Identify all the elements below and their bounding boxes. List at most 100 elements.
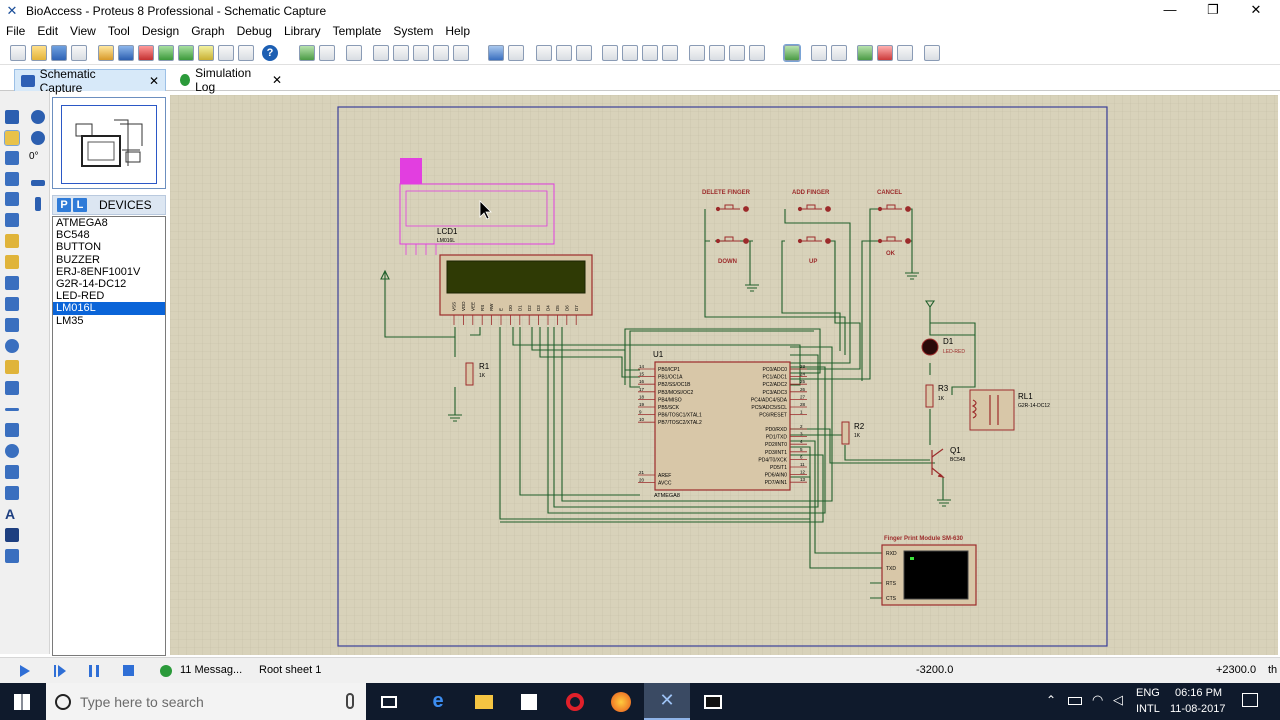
- redo-icon[interactable]: [508, 45, 524, 61]
- menu-design[interactable]: Design: [141, 24, 180, 38]
- mirror-vertical-icon[interactable]: [35, 197, 41, 211]
- line-tool-icon[interactable]: [5, 408, 19, 411]
- mirror-horizontal-icon[interactable]: [31, 180, 45, 186]
- text-tool-icon[interactable]: A: [5, 506, 16, 522]
- pan-icon[interactable]: [373, 45, 389, 61]
- list-item[interactable]: ATMEGA8: [56, 217, 108, 229]
- menu-tool[interactable]: Tool: [107, 24, 130, 38]
- new-file-icon[interactable]: [10, 45, 26, 61]
- input-language[interactable]: ENG: [1136, 687, 1160, 699]
- list-item[interactable]: LED-RED: [56, 290, 105, 303]
- source-code-icon[interactable]: [238, 45, 254, 61]
- box-tool-icon[interactable]: [5, 423, 19, 437]
- zoom-all-icon[interactable]: [433, 45, 449, 61]
- clock-date[interactable]: 11-08-2017: [1170, 703, 1226, 715]
- path-tool-icon[interactable]: [5, 486, 19, 500]
- list-item[interactable]: BUZZER: [56, 253, 100, 266]
- menu-system[interactable]: System: [393, 24, 434, 38]
- open-folder-icon[interactable]: [31, 45, 47, 61]
- exit-to-parent-icon[interactable]: [897, 45, 913, 61]
- package-tool-icon[interactable]: [729, 45, 745, 61]
- gerber-icon[interactable]: [178, 45, 194, 61]
- minimize-button[interactable]: —: [1163, 2, 1177, 17]
- action-center-icon[interactable]: [1242, 693, 1258, 707]
- marker-tool-icon[interactable]: [5, 549, 19, 563]
- text-script-icon[interactable]: [5, 192, 19, 206]
- pause-icon[interactable]: [89, 665, 99, 677]
- proteus-taskbar-icon[interactable]: ✕: [644, 683, 690, 720]
- remove-sheet-icon[interactable]: [877, 45, 893, 61]
- symbol-tool-icon[interactable]: [5, 528, 19, 542]
- battery-icon[interactable]: [1068, 697, 1082, 705]
- microphone-icon[interactable]: [346, 693, 354, 709]
- stop-icon[interactable]: [123, 665, 134, 676]
- 3d-viewer-icon[interactable]: [158, 45, 174, 61]
- list-item[interactable]: BUTTON: [56, 241, 102, 254]
- voltage-probe-icon[interactable]: [5, 360, 19, 374]
- zoom-out-icon[interactable]: [413, 45, 429, 61]
- tab-close-icon[interactable]: ✕: [148, 73, 159, 88]
- tab-simulation-log[interactable]: Simulation Log ✕: [174, 66, 288, 94]
- copy-icon[interactable]: [556, 45, 572, 61]
- schematic-icon[interactable]: [118, 45, 134, 61]
- menu-graph[interactable]: Graph: [191, 24, 225, 38]
- maximize-button[interactable]: ❐: [1207, 2, 1219, 17]
- generator-icon[interactable]: [5, 339, 19, 353]
- subcircuit-icon[interactable]: [5, 234, 19, 248]
- device-pin-icon[interactable]: [5, 276, 19, 290]
- tab-schematic-capture[interactable]: Schematic Capture ✕: [14, 67, 166, 95]
- list-item-selected[interactable]: LM016L: [53, 302, 165, 315]
- tape-recorder-icon[interactable]: [5, 318, 19, 332]
- grid-toggle-icon[interactable]: [319, 45, 335, 61]
- decompose-icon[interactable]: [749, 45, 765, 61]
- menu-file[interactable]: File: [6, 24, 26, 38]
- menu-view[interactable]: View: [70, 24, 96, 38]
- virtual-instrument-icon[interactable]: [5, 381, 19, 395]
- clock-time[interactable]: 06:16 PM: [1175, 687, 1223, 699]
- task-view-icon[interactable]: [366, 683, 412, 720]
- home-icon[interactable]: [98, 45, 114, 61]
- devices-list[interactable]: ATMEGA8 BC548 BUTTON BUZZER ERJ-8ENF1001…: [52, 216, 166, 656]
- rotation-angle[interactable]: 0°: [29, 151, 39, 162]
- pcb-layout-icon[interactable]: [138, 45, 154, 61]
- file-explorer-icon[interactable]: [461, 683, 507, 720]
- selection-mode-icon[interactable]: [5, 110, 19, 124]
- design-explorer-icon[interactable]: [218, 45, 234, 61]
- block-delete-icon[interactable]: [662, 45, 678, 61]
- arc-tool-icon[interactable]: [5, 465, 19, 479]
- rotate-clockwise-icon[interactable]: [31, 110, 45, 124]
- wire-autorouter-icon[interactable]: [783, 44, 801, 62]
- menu-template[interactable]: Template: [332, 24, 382, 38]
- list-item[interactable]: G2R-14-DC12: [56, 277, 127, 290]
- property-assignment-icon[interactable]: [831, 45, 847, 61]
- list-item[interactable]: LM35: [56, 314, 84, 327]
- help-icon[interactable]: ?: [262, 45, 278, 61]
- circle-tool-icon[interactable]: [5, 444, 19, 458]
- wifi-icon[interactable]: ◠: [1092, 692, 1104, 707]
- zoom-area-icon[interactable]: [453, 45, 469, 61]
- tab-close-icon[interactable]: ✕: [271, 73, 282, 87]
- zoom-in-icon[interactable]: [393, 45, 409, 61]
- firefox-browser-icon[interactable]: [598, 683, 644, 720]
- make-device-icon[interactable]: [709, 45, 725, 61]
- tray-expand-icon[interactable]: ⌃: [1046, 693, 1057, 707]
- messages-count[interactable]: 11 Messag...: [180, 664, 243, 676]
- origin-icon[interactable]: [346, 45, 362, 61]
- block-rotate-icon[interactable]: [642, 45, 658, 61]
- list-item[interactable]: BC548: [56, 229, 90, 242]
- graph-mode-icon[interactable]: [5, 297, 19, 311]
- menu-help[interactable]: Help: [445, 24, 471, 38]
- play-icon[interactable]: [20, 665, 30, 677]
- refresh-icon[interactable]: [299, 45, 315, 61]
- windows-start-icon[interactable]: [14, 694, 30, 710]
- overview-window[interactable]: [52, 97, 166, 189]
- new-sheet-icon[interactable]: [857, 45, 873, 61]
- step-icon[interactable]: [54, 665, 66, 677]
- list-item[interactable]: ERJ-8ENF1001V: [56, 265, 141, 278]
- opera-browser-icon[interactable]: [552, 683, 598, 720]
- menu-edit[interactable]: Edit: [37, 24, 59, 38]
- menu-library[interactable]: Library: [283, 24, 321, 38]
- pick-devices-button[interactable]: P: [57, 198, 71, 212]
- component-mode-icon[interactable]: [4, 130, 20, 146]
